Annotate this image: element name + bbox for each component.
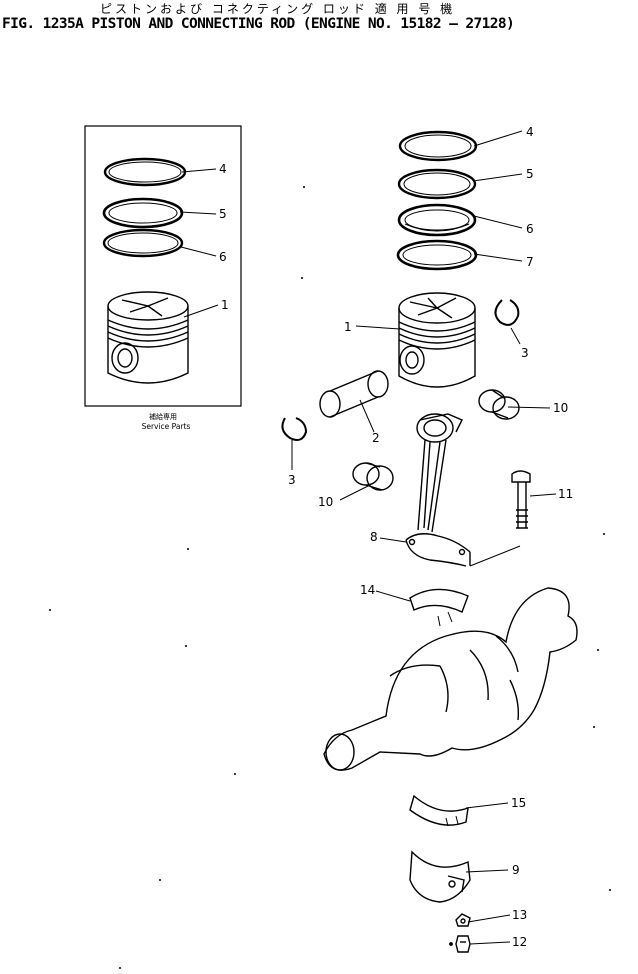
service-ring-5: [102, 197, 184, 229]
service-caption-jp: 補給専用: [149, 412, 177, 421]
callout-piston-pin: 2: [372, 431, 380, 445]
callout-snap-ring-left: 3: [288, 473, 296, 487]
figure-title: FIG. 1235A PISTON AND CONNECTING ROD (EN…: [2, 16, 515, 32]
service-caption: 補給専用 Service Parts: [142, 412, 191, 431]
service-callout-5: 5: [219, 207, 227, 221]
rod-nut: [449, 935, 471, 953]
small-end-bushing-left: [352, 462, 394, 491]
callout-ring-5: 5: [526, 167, 534, 181]
connecting-rod-cap: [409, 850, 471, 903]
rod-bolt: [469, 470, 531, 567]
main-callouts: 4 5 6 7 1 3 2 10 3 10 11 8 14 15 9 13 12: [288, 125, 573, 949]
service-callout-6: 6: [219, 250, 227, 264]
connecting-rod: [405, 413, 471, 567]
service-box-frame: [84, 125, 242, 407]
service-caption-en: Service Parts: [142, 422, 191, 431]
scan-specks: [49, 186, 611, 969]
snap-ring-right: [494, 299, 520, 326]
callout-bearing-upper: 14: [360, 583, 375, 597]
service-callouts: 4 5 6 1: [179, 162, 229, 318]
callout-rod-bolt: 11: [558, 487, 573, 501]
service-callout-4: 4: [219, 162, 227, 176]
callout-bushing-right: 10: [553, 401, 568, 415]
service-ring-6: [102, 228, 184, 258]
callout-rod-nut: 12: [512, 935, 527, 949]
callout-ring-4: 4: [526, 125, 534, 139]
service-parts-box: 4 5 6 1 補給専用 Service Parts: [84, 125, 242, 431]
service-callout-1: 1: [221, 298, 229, 312]
piston-ring-4: [398, 130, 478, 162]
callout-snap-ring-right: 3: [521, 346, 529, 360]
callout-connecting-rod: 8: [370, 530, 378, 544]
leader-lines: [291, 130, 557, 945]
crank-bearing-upper: [409, 588, 469, 627]
small-end-bushing-right: [478, 389, 520, 420]
crankshaft: [323, 587, 578, 771]
service-ring-4: [103, 157, 187, 187]
piston-pin: [319, 370, 389, 418]
lock-washer: [455, 913, 471, 927]
piston-ring-7: [396, 239, 478, 271]
crank-bearing-lower: [409, 794, 469, 827]
piston-ring-6: [397, 203, 477, 237]
callout-bushing-left: 10: [318, 495, 333, 509]
piston: [398, 292, 476, 388]
callout-ring-6: 6: [526, 222, 534, 236]
callout-ring-7: 7: [526, 255, 534, 269]
callout-piston: 1: [344, 320, 352, 334]
service-piston: [107, 291, 189, 384]
callout-bearing-lower: 15: [511, 796, 526, 810]
snap-ring-left: [281, 417, 308, 441]
callout-rod-cap: 9: [512, 863, 520, 877]
callout-lock-washer: 13: [512, 908, 527, 922]
japanese-figure-title: ピストンおよび コネクティング ロッド 適 用 号 機: [100, 2, 456, 16]
piston-ring-5: [397, 168, 477, 200]
